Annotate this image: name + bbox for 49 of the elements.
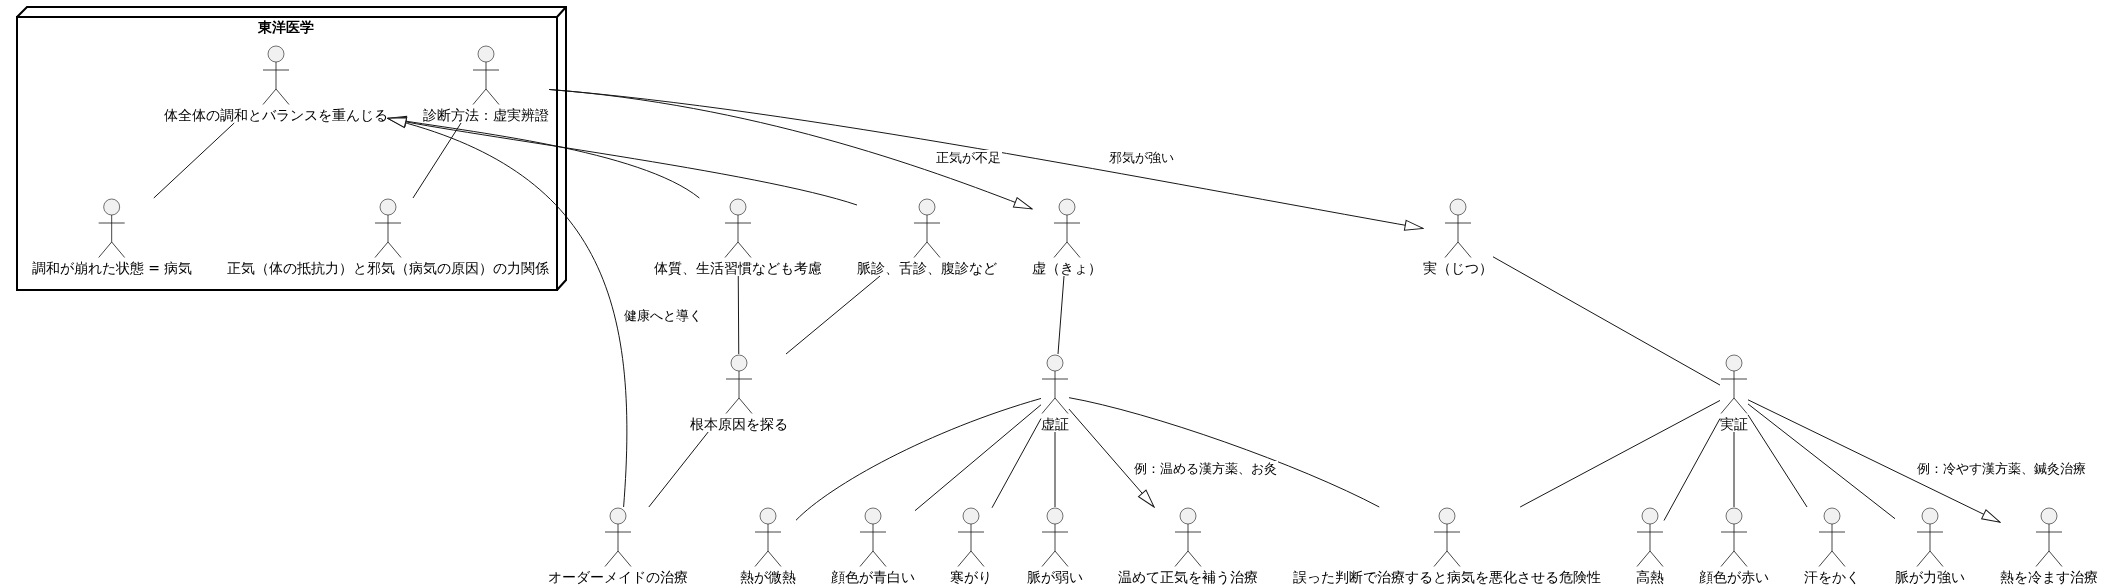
actor-label: 熱が微熱 — [740, 569, 796, 585]
connector-line — [1733, 431, 1735, 508]
edge-label: 例：冷やす漢方薬、鍼灸治療 — [1916, 461, 2087, 477]
actor-label: 根本原因を探る — [690, 416, 788, 432]
arrow — [1747, 399, 2001, 523]
edge-label: 邪気が強い — [1108, 150, 1175, 166]
connector-line — [1057, 275, 1065, 355]
connector-line — [1747, 414, 1808, 508]
connector-line — [795, 397, 1042, 521]
connector-line — [785, 275, 881, 355]
arrow — [548, 88, 1424, 231]
connector-line — [1747, 403, 1896, 520]
connector-line — [737, 275, 740, 355]
actor-label: 調和が崩れた状態 = 病気 — [31, 260, 193, 276]
connector-line — [412, 122, 462, 199]
edge-label: 正気が不足 — [935, 150, 1002, 166]
actor-label: 脈が力強い — [1895, 569, 1965, 585]
connector-line — [153, 122, 235, 199]
connector-line — [991, 418, 1042, 509]
connector-line — [1663, 418, 1721, 521]
actor-label: 顔色が青白い — [831, 569, 915, 585]
connector-line — [1519, 399, 1721, 508]
arrow — [1068, 408, 1155, 508]
actor-label: 高熱 — [1636, 569, 1664, 585]
actor-label: 寒がり — [950, 569, 992, 585]
actor-label: 誤った判断で治療すると病気を悪化させる危険性 — [1293, 569, 1601, 585]
actor-label: 脈が弱い — [1027, 569, 1083, 585]
actor-label: 脈診、舌診、腹診など — [857, 260, 997, 276]
arrow — [387, 117, 628, 508]
package-title: 東洋医学 — [258, 19, 314, 35]
connector-line — [914, 404, 1042, 512]
actor-label: 診断方法：虚実辨證 — [423, 107, 549, 123]
actor-label: 汗をかく — [1804, 569, 1860, 585]
actor-label: オーダーメイドの治療 — [548, 569, 688, 585]
connector-line — [1068, 397, 1380, 508]
actor-label: 虚（きょ） — [1032, 260, 1102, 276]
actor-label: 体全体の調和とバランスを重んじる — [164, 107, 388, 123]
actor-label: 実証 — [1720, 416, 1748, 432]
actor-label: 温めて正気を補う治療 — [1118, 569, 1258, 585]
actor-label: 実（じつ） — [1423, 260, 1493, 276]
connector-line — [1054, 431, 1056, 508]
edge-label: 例：温める漢方薬、お灸 — [1133, 461, 1278, 477]
connector-line — [648, 431, 709, 508]
actor-label: 虚証 — [1041, 416, 1069, 432]
connector-line — [1492, 256, 1721, 386]
actor-label: 正気（体の抵抗力）と邪気（病気の原因）の力関係 — [227, 260, 549, 276]
actor-label: 顔色が赤い — [1699, 569, 1769, 585]
actor-label: 熱を冷ます治療 — [2000, 569, 2098, 585]
actor-label: 体質、生活習慣なども考慮 — [654, 260, 822, 276]
